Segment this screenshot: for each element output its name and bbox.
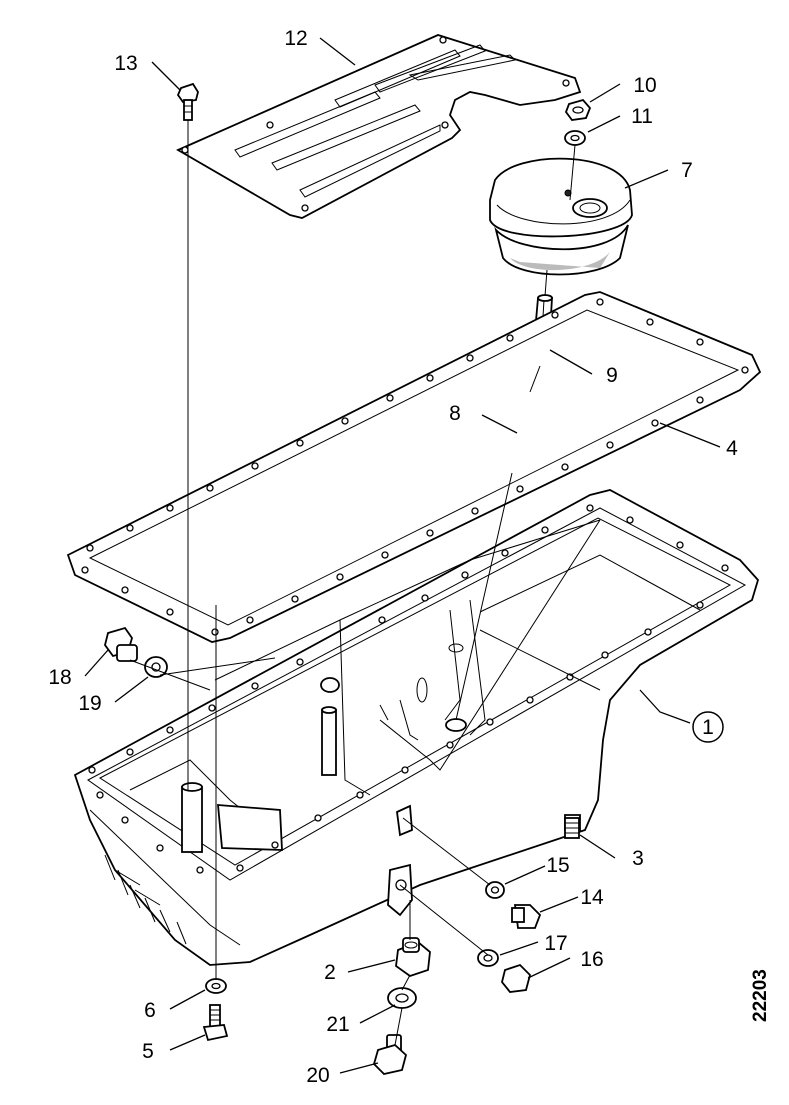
label-14: 14	[580, 886, 604, 909]
washer-19	[144, 656, 168, 678]
label-15: 15	[546, 854, 569, 877]
label-7: 7	[681, 159, 693, 182]
label-17: 17	[544, 932, 567, 955]
label-8: 8	[449, 402, 461, 425]
plug-14	[511, 904, 542, 929]
leader-lines	[84, 37, 721, 1074]
label-18: 18	[48, 666, 71, 689]
washer-21	[387, 987, 417, 1009]
washer-17	[477, 949, 499, 967]
label-13: 13	[114, 52, 137, 75]
washer-15	[485, 881, 505, 899]
reference-number: 22203	[750, 969, 771, 1022]
label-3: 3	[632, 847, 644, 870]
label-19: 19	[78, 692, 101, 715]
label-4: 4	[726, 437, 738, 460]
baffle-plate	[176, 34, 582, 219]
label-16: 16	[580, 948, 603, 971]
label-6: 6	[144, 999, 156, 1022]
oil-strainer	[489, 157, 633, 276]
label-20: 20	[306, 1064, 329, 1087]
drain-plug-20	[372, 1034, 408, 1075]
label-9: 9	[606, 364, 618, 387]
oil-pan	[73, 489, 760, 966]
drain-fitting-2	[395, 937, 431, 977]
callout-circle-1	[692, 711, 724, 743]
label-5: 5	[142, 1040, 154, 1063]
bolt-13	[176, 82, 199, 121]
label-10: 10	[633, 74, 656, 97]
washer-6	[205, 978, 227, 994]
assembly-axis-lines	[129, 120, 601, 1046]
plug-18	[104, 626, 138, 662]
plug-3	[564, 817, 580, 839]
callout-labels: 1 2 3 4 5 6 7 8 9 10 11 12 13 14 15 16 1…	[48, 27, 738, 1087]
plug-16	[501, 963, 532, 993]
bolt-5	[202, 1004, 229, 1042]
label-21: 21	[326, 1013, 349, 1036]
washer-11	[564, 130, 586, 146]
label-11: 11	[631, 105, 653, 128]
nut-10	[564, 98, 592, 121]
label-12: 12	[284, 27, 307, 50]
label-2: 2	[324, 961, 336, 984]
label-1: 1	[702, 716, 714, 739]
